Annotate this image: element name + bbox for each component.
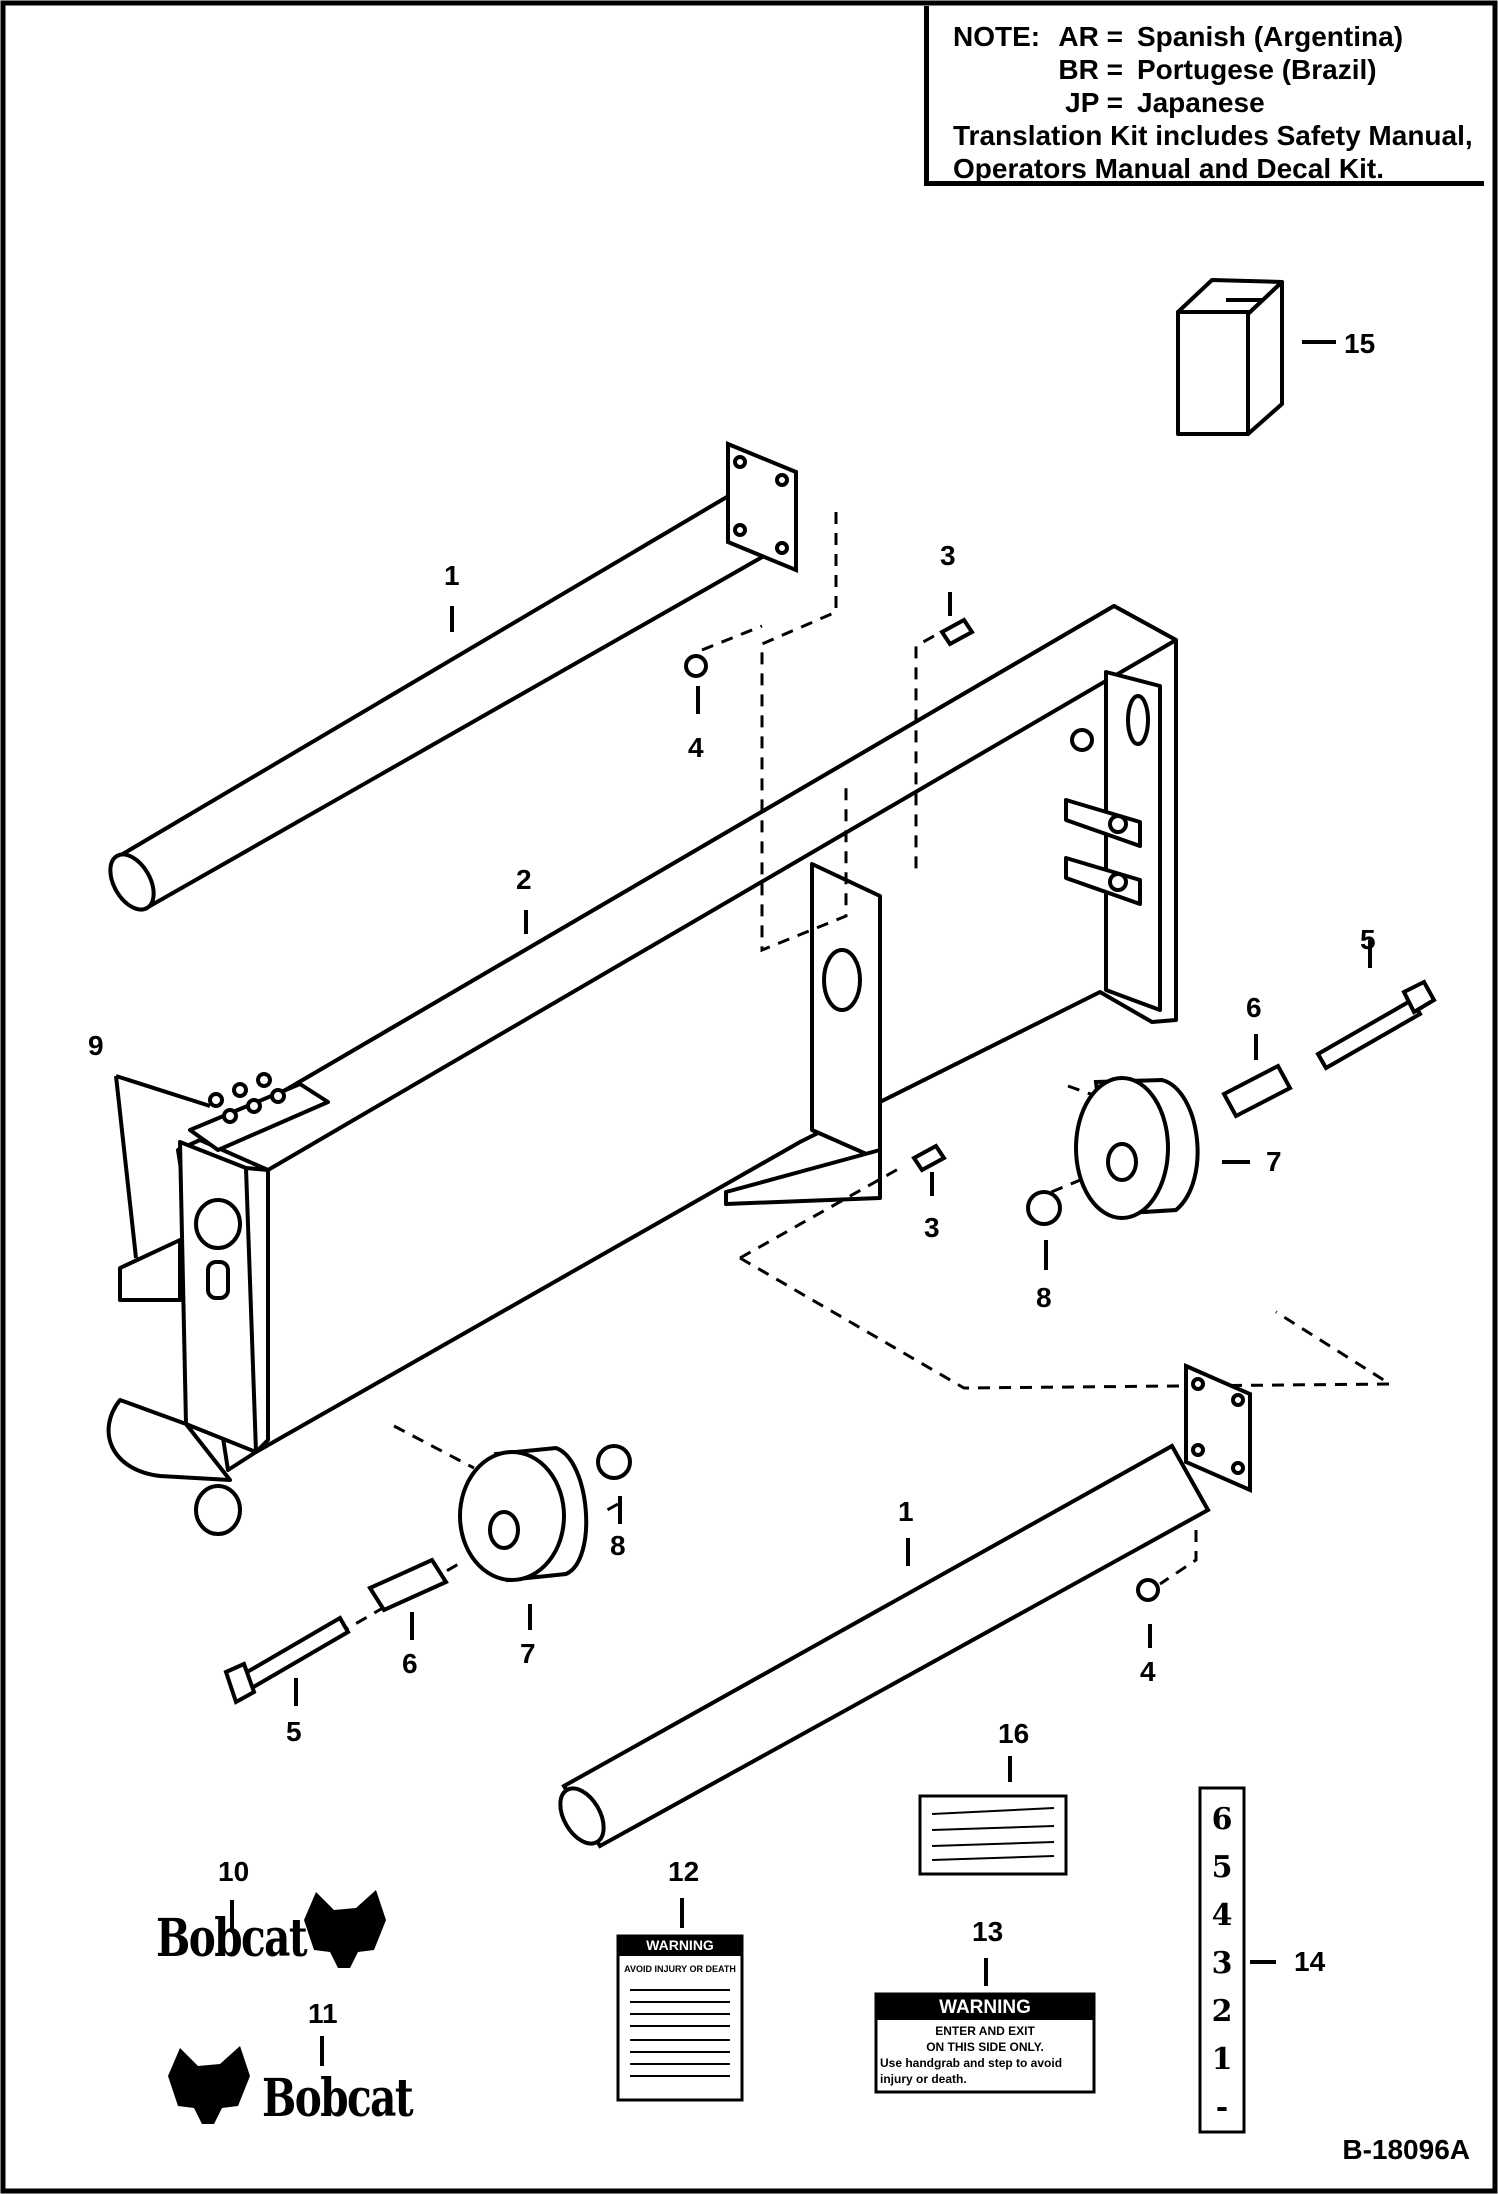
manual-box-part-15 [1176, 278, 1284, 436]
decal-13-line-2: ON THIS SIDE ONLY. [926, 2040, 1044, 2054]
note-code-jp: JP = [1065, 87, 1123, 118]
note-lang-br: Portugese (Brazil) [1137, 54, 1377, 85]
callout-3-lower: 3 [924, 1212, 940, 1243]
tube-part-1-upper [108, 441, 798, 912]
decal-14-numbers: 6 5 4 3 2 1 - [1200, 1796, 1244, 2132]
note-kit-line-1: Translation Kit includes Safety Manual, [953, 120, 1473, 151]
decal-part-16 [918, 1794, 1068, 1876]
decal-13-header: WARNING [939, 1997, 1031, 2018]
callout-11: 11 [308, 1998, 338, 2029]
callout-5-right: 5 [1360, 924, 1376, 955]
drawing-reference: B-18096A [1342, 2134, 1470, 2165]
callout-15: 15 [1344, 328, 1376, 359]
callout-4-upper: 4 [688, 732, 704, 763]
bobcat-logo-part-11: Bobcat [262, 2068, 414, 2129]
mount-frame-part-2 [106, 604, 1178, 1536]
callout-2: 2 [516, 864, 532, 895]
callout-1-lower: 1 [898, 1496, 914, 1527]
wheel-part-7-left [458, 1445, 589, 1583]
callout-12: 12 [668, 1856, 700, 1887]
decal-part-14-frame [1198, 1786, 1246, 2134]
bobcat-head-icon [168, 1890, 386, 2124]
translation-note: NOTE: AR = Spanish (Argentina) BR = Portuge… [924, 6, 1484, 186]
callout-4-lower: 4 [1140, 1656, 1156, 1687]
decal-13-line-1: ENTER AND EXIT [935, 2024, 1035, 2038]
note-title: NOTE: [953, 21, 1041, 52]
decal-13-line-4: injury or death. [880, 2072, 967, 2086]
callout-16: 16 [998, 1718, 1030, 1749]
callout-6-left: 6 [402, 1648, 418, 1679]
note-lang-jp: Japanese [1137, 87, 1265, 118]
callout-3-upper: 3 [940, 540, 956, 571]
note-lang-ar: Spanish (Argentina) [1137, 21, 1404, 52]
bolt-part-5 [223, 979, 1437, 1705]
decal-12-header: WARNING [646, 1937, 714, 1953]
callout-13: 13 [972, 1916, 1004, 1947]
decal-12-heading: AVOID INJURY OR DEATH [624, 1964, 736, 1974]
callout-8-left: 8 [610, 1530, 626, 1561]
decal-14-num-6: 6 [1211, 1802, 1233, 1837]
tube-part-1-lower [558, 1362, 1252, 1849]
callout-leaders [114, 592, 1372, 2066]
decal-14-num-2: 2 [1211, 1994, 1233, 2029]
callout-7-right: 7 [1266, 1146, 1282, 1177]
decal-14-num-3: 3 [1211, 1946, 1233, 1981]
callout-8-right: 8 [1036, 1282, 1052, 1313]
hardware-parts-3-4-8 [596, 617, 1160, 1602]
callout-14: 14 [1294, 1946, 1326, 1977]
note-code-ar: AR = [1058, 21, 1123, 52]
note-code-br: BR = [1058, 54, 1123, 85]
callout-10: 10 [218, 1856, 250, 1887]
decal-13-line-3: Use handgrab and step to avoid [880, 2056, 1063, 2070]
decal-14-num-5: 5 [1211, 1850, 1233, 1885]
bobcat-logo-part-10: Bobcat [156, 1908, 308, 1969]
callout-9: 9 [88, 1030, 104, 1061]
callout-7-left: 7 [520, 1638, 536, 1669]
decal-14-num-dash: - [1215, 2090, 1229, 2125]
note-kit-line-2: Operators Manual and Decal Kit. [953, 153, 1384, 184]
decal-14-num-4: 4 [1211, 1898, 1233, 1933]
wheel-part-7-right [1074, 1076, 1200, 1220]
callout-6-right: 6 [1246, 992, 1262, 1023]
decal-part-12-frame [616, 1934, 744, 2102]
callout-5-left: 5 [286, 1716, 302, 1747]
decal-14-num-1: 1 [1211, 2042, 1233, 2077]
callout-1-upper: 1 [444, 560, 460, 591]
spacer-part-6 [367, 1063, 1293, 1613]
